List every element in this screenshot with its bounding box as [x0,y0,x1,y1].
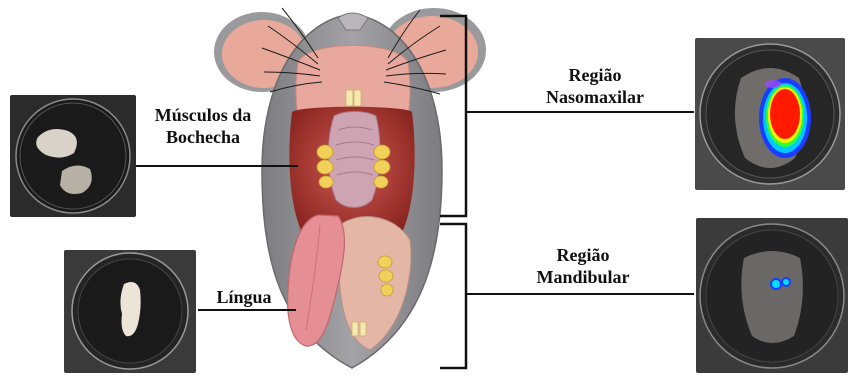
label-nasomaxillary-line1: Região [520,64,670,86]
nasomaxillary-bioluminescence-photo [695,38,845,190]
label-mandibular-line2: Mandibular [508,266,658,288]
label-cheek-muscles-line1: Músculos da [138,104,268,126]
mandibular-bioluminescence-photo [696,218,848,373]
label-nasomaxillary: Região Nasomaxilar [520,64,670,108]
tongue-photo [64,250,196,373]
label-cheek-muscles-line2: Bochecha [138,126,268,148]
label-mandibular: Região Mandibular [508,244,658,288]
label-mandibular-line1: Região [508,244,658,266]
cheek-muscle-photo [10,95,136,217]
label-tongue: Língua [204,286,284,308]
bracket-mandibular [440,224,466,368]
upper-molars-right [374,145,390,188]
lower-incisor-right [360,322,366,336]
bioluminescence-heatmap-icon [696,218,848,373]
petri-dish-tissue-icon [10,95,136,217]
label-cheek-muscles: Músculos da Bochecha [138,104,268,148]
petri-dish-tissue-icon [64,250,196,373]
label-nasomaxillary-line2: Nasomaxilar [520,86,670,108]
label-tongue-text: Língua [204,286,284,308]
upper-incisor-left [346,90,353,106]
upper-molars-left [317,145,333,188]
lower-incisor-left [352,322,358,336]
upper-incisor-right [354,90,361,106]
bioluminescence-heatmap-icon [695,38,845,190]
